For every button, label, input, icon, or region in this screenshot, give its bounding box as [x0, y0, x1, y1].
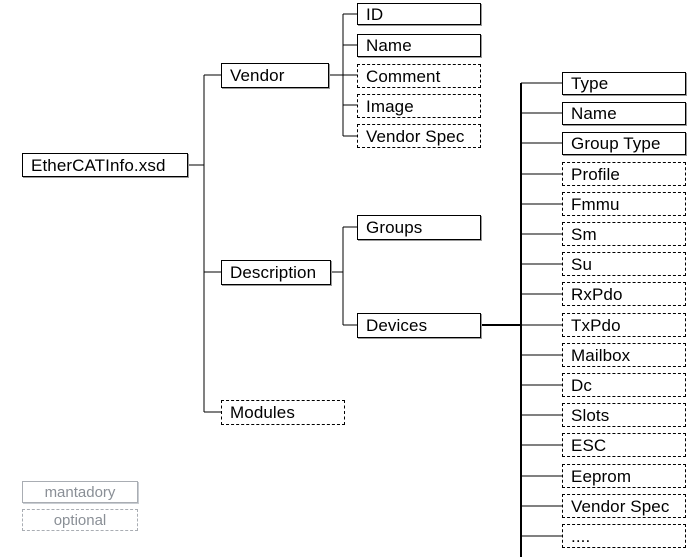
node-device-vendor-spec[interactable]: Vendor Spec	[562, 494, 686, 518]
node-device-dc[interactable]: Dc	[562, 373, 686, 397]
node-vendor[interactable]: Vendor	[221, 63, 329, 88]
node-vendor-name[interactable]: Name	[357, 34, 481, 57]
node-device-mailbox[interactable]: Mailbox	[562, 343, 686, 367]
node-device-type[interactable]: Type	[562, 72, 686, 95]
node-device-group-type[interactable]: Group Type	[562, 132, 686, 155]
node-vendor-vendor-spec[interactable]: Vendor Spec	[357, 124, 481, 148]
node-device-sm[interactable]: Sm	[562, 222, 686, 246]
node-vendor-image[interactable]: Image	[357, 94, 481, 118]
node-device-profile[interactable]: Profile	[562, 162, 686, 186]
node-devices[interactable]: Devices	[357, 313, 481, 338]
node-device-fmmu[interactable]: Fmmu	[562, 192, 686, 216]
node-description[interactable]: Description	[221, 260, 331, 285]
node-device-txpdo[interactable]: TxPdo	[562, 313, 686, 337]
node-modules[interactable]: Modules	[221, 400, 345, 425]
node-device-name[interactable]: Name	[562, 102, 686, 125]
node-device-esc[interactable]: ESC	[562, 433, 686, 457]
node-groups[interactable]: Groups	[357, 215, 481, 240]
legend-mandatory: mantadory	[22, 481, 138, 503]
node-vendor-comment[interactable]: Comment	[357, 64, 481, 88]
node-device-rxpdo[interactable]: RxPdo	[562, 282, 686, 306]
node-device-slots[interactable]: Slots	[562, 403, 686, 427]
node-vendor-id[interactable]: ID	[357, 3, 481, 25]
legend-optional: optional	[22, 509, 138, 531]
node-device-su[interactable]: Su	[562, 252, 686, 276]
node-root[interactable]: EtherCATInfo.xsd	[22, 153, 188, 177]
node-device-eeprom[interactable]: Eeprom	[562, 464, 686, 488]
node-device-more[interactable]: ....	[562, 524, 686, 548]
